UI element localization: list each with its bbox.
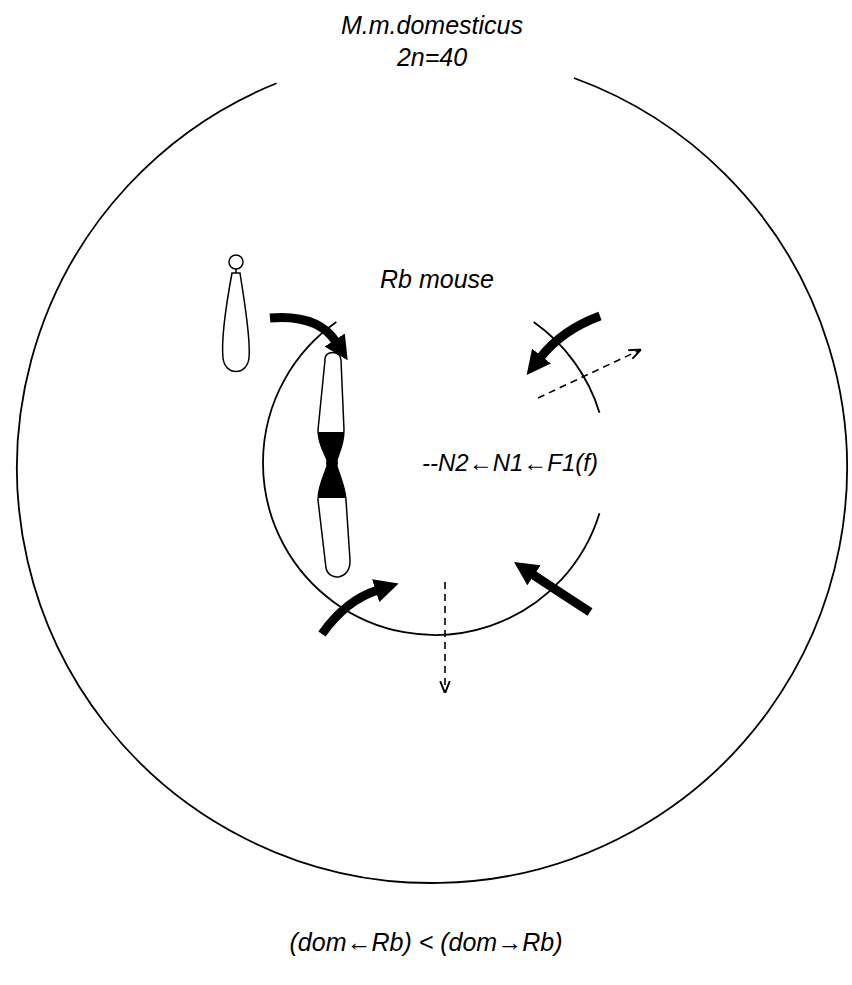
node-label: Rb mouse (349, 265, 525, 293)
population-circle: Rb mouse--N2←N1←F1(f)M.m.domesticus 2n=4… (17, 53, 847, 883)
acrocentric-chromosome (223, 255, 250, 372)
emigration-arrow (444, 582, 446, 692)
metacentric-chromosome (318, 353, 350, 578)
circle-arc (263, 322, 599, 635)
circle-arc (534, 322, 600, 413)
immigration-arrow (540, 316, 600, 358)
subpopulation-circle: Rb mouse--N2←N1←F1(f) (263, 291, 607, 635)
node-label: M.m.domesticus 2n=40 (332, 9, 532, 73)
chromosome-outline (318, 353, 350, 578)
caption: (dom←Rb) < (dom→Rb) (0, 928, 852, 957)
centromere-knob (229, 255, 243, 269)
emigration-arrow (538, 350, 640, 398)
chromosome-arm (223, 273, 250, 372)
circle-arc (17, 78, 847, 883)
centromere (326, 457, 338, 469)
generation-sequence: --N2←N1←F1(f) (422, 449, 598, 477)
